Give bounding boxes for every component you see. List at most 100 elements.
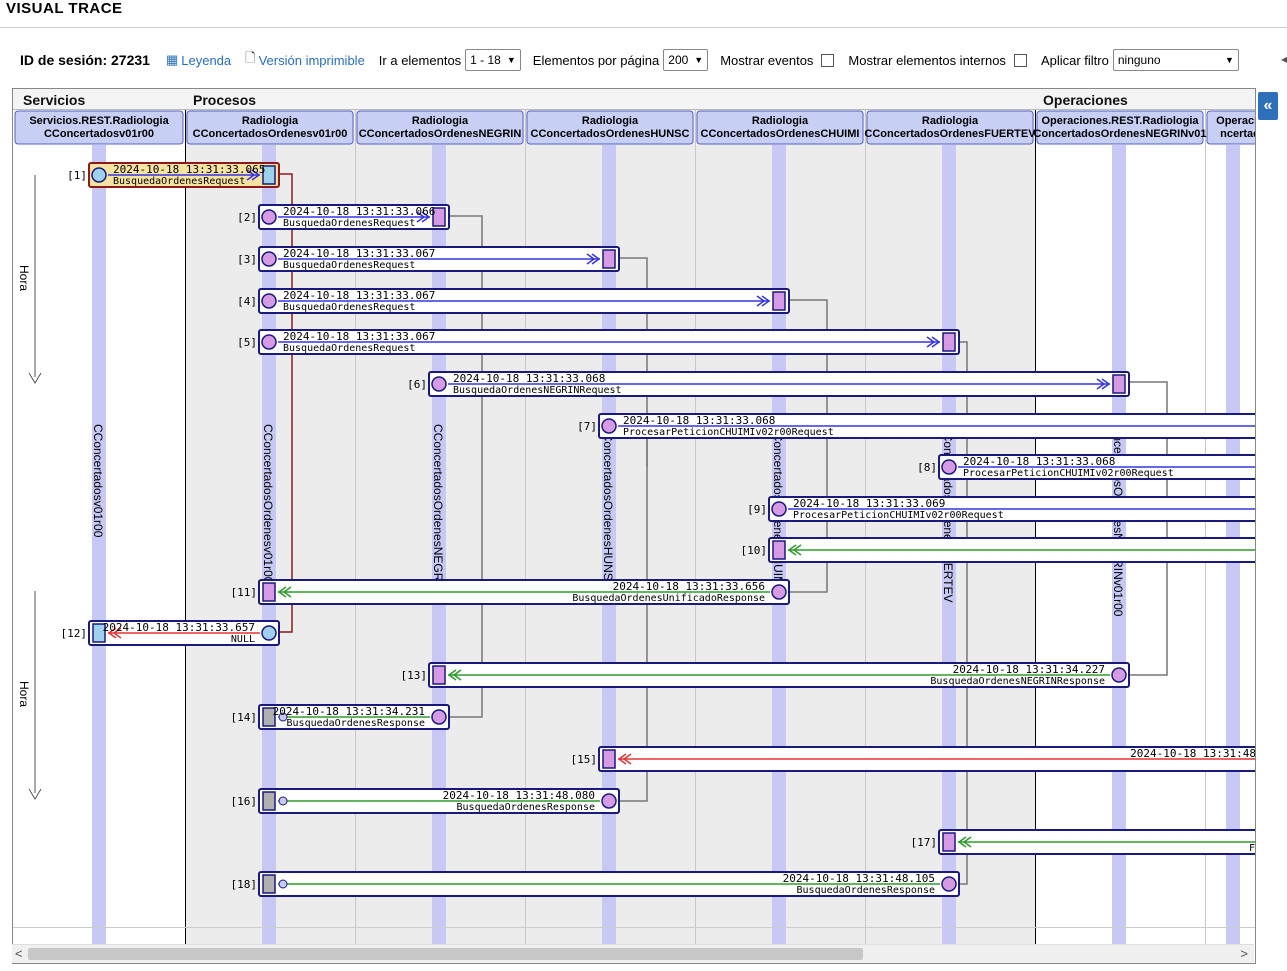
double-arrow-left-icon bbox=[277, 586, 292, 598]
group-header-servicios: Servicios bbox=[23, 92, 85, 108]
legend-link[interactable]: ▦Leyenda bbox=[166, 52, 231, 68]
double-arrow-right-icon bbox=[756, 295, 771, 307]
message-name: BusquedaOrdenesRequest bbox=[283, 218, 415, 229]
scroll-left-icon[interactable]: ◂ bbox=[1281, 52, 1287, 66]
start-circle-node bbox=[261, 334, 277, 350]
show-events-label: Mostrar eventos bbox=[720, 52, 814, 68]
message-timestamp: 2024-10-18 13:31:33.068 bbox=[453, 372, 605, 385]
lifeline-label: CConcertadosOrdenesNEGRIN bbox=[431, 424, 445, 593]
message-name: ProcesarPeticionCHUIMIv02r00Request bbox=[963, 468, 1174, 479]
message-1[interactable]: [1]2024-10-18 13:31:33.065BusquedaOrdene… bbox=[67, 162, 280, 188]
scroll-right-arrow-icon[interactable]: > bbox=[1240, 946, 1248, 961]
message-name: BusquedaOrdenesNEGRINResponse bbox=[930, 676, 1105, 687]
message-6[interactable]: [6]2024-10-18 13:31:33.068BusquedaOrdene… bbox=[407, 371, 1130, 397]
message-name: BusquedaOrdenesNEGRINRequest bbox=[453, 385, 622, 396]
horizontal-scrollbar[interactable]: < > bbox=[12, 944, 1254, 963]
origin-dot bbox=[278, 879, 288, 889]
message-5[interactable]: [5]2024-10-18 13:31:33.067BusquedaOrdene… bbox=[237, 329, 960, 355]
message-13[interactable]: [13]2024-10-18 13:31:34.227BusquedaOrden… bbox=[401, 662, 1130, 688]
message-4[interactable]: [4]2024-10-18 13:31:33.067BusquedaOrdene… bbox=[237, 288, 790, 314]
message-11[interactable]: [11]2024-10-18 13:31:33.656BusquedaOrden… bbox=[231, 579, 790, 605]
message-9[interactable]: [9]2024-10-18 13:31:33.069ProcesarPetici… bbox=[747, 496, 1255, 522]
column-header-box bbox=[696, 110, 864, 145]
print-link[interactable]: 🗋Versión imprimible bbox=[245, 49, 365, 71]
message-18[interactable]: [18]2024-10-18 13:31:48.105BusquedaOrden… bbox=[231, 871, 960, 897]
end-square-node bbox=[262, 165, 276, 185]
message-10[interactable]: [10] bbox=[741, 537, 1256, 563]
start-circle-node bbox=[941, 459, 957, 475]
message-name: BusquedaOrdenesRequest bbox=[283, 260, 415, 271]
end-square-node bbox=[942, 332, 956, 352]
column-header-box bbox=[1206, 110, 1255, 145]
double-arrow-left-icon bbox=[787, 544, 802, 556]
message-name: F bbox=[1249, 843, 1255, 854]
chevron-down-icon: ▼ bbox=[506, 55, 516, 65]
message-timestamp: 2024-10-18 13:31:33.069 bbox=[793, 497, 945, 510]
column-header[interactable]: Servicios.REST.RadiologiaCConcertadosv01… bbox=[14, 110, 184, 145]
column-header[interactable]: Operaciones.REST.RadiologiaConcertadosOr… bbox=[1034, 110, 1207, 145]
group-header-operaciones: Operaciones bbox=[1043, 92, 1128, 108]
start-square-node bbox=[92, 623, 106, 643]
start-square-node bbox=[772, 540, 786, 560]
show-events-checkbox[interactable] bbox=[821, 53, 835, 67]
scroll-left-arrow-icon[interactable]: < bbox=[15, 946, 23, 961]
end-circle-node bbox=[601, 793, 617, 809]
message-number: [14] bbox=[231, 711, 258, 724]
chevron-down-icon: ▼ bbox=[1224, 55, 1234, 65]
message-8[interactable]: [8]2024-10-18 13:31:33.068ProcesarPetici… bbox=[917, 454, 1255, 480]
column-header[interactable]: Operacioncertad bbox=[1206, 110, 1255, 145]
goto-select[interactable]: 1 - 18 ▼ bbox=[465, 49, 521, 71]
start-square-node bbox=[262, 791, 276, 811]
origin-dot bbox=[278, 796, 288, 806]
message-2[interactable]: [2]2024-10-18 13:31:33.066BusquedaOrdene… bbox=[237, 204, 450, 230]
message-number: [10] bbox=[741, 544, 768, 557]
column-header-title: Radiologia bbox=[582, 115, 639, 127]
column-header-title: Operaciones.REST.Radiologia bbox=[1041, 115, 1199, 127]
scrollbar-thumb[interactable] bbox=[28, 948, 863, 960]
double-arrow-right-icon bbox=[926, 336, 941, 348]
end-circle-node bbox=[431, 709, 447, 725]
end-circle-node bbox=[771, 584, 787, 600]
show-internal-checkbox[interactable] bbox=[1013, 53, 1027, 67]
goto-value: 1 - 18 bbox=[470, 53, 501, 67]
table-icon: ▦ bbox=[165, 52, 179, 67]
message-number: [2] bbox=[237, 211, 257, 224]
column-header-title: Radiologia bbox=[752, 115, 809, 127]
end-square-node bbox=[1112, 374, 1126, 394]
message-number: [9] bbox=[747, 503, 767, 516]
message-17[interactable]: [17]F bbox=[911, 829, 1256, 855]
call-return-connector bbox=[280, 173, 293, 633]
start-circle-node bbox=[91, 167, 107, 183]
legend-label: Leyenda bbox=[181, 52, 232, 68]
column-header-subtitle: ConcertadosOrdenesNEGRINv01 bbox=[1034, 128, 1207, 140]
per-page-select[interactable]: 200▼ bbox=[663, 49, 709, 71]
message-14[interactable]: [14]2024-10-18 13:31:34.231BusquedaOrden… bbox=[231, 704, 450, 730]
message-timestamp: 2024-10-18 13:31:48.105 bbox=[783, 872, 935, 885]
filter-select[interactable]: ninguno▼ bbox=[1112, 49, 1239, 71]
per-page-value: 200 bbox=[668, 53, 689, 67]
show-internal-label: Mostrar elementos internos bbox=[848, 52, 1006, 68]
message-3[interactable]: [3]2024-10-18 13:31:33.067BusquedaOrdene… bbox=[237, 246, 620, 272]
collapse-panel-button[interactable]: « bbox=[1258, 92, 1278, 120]
column-header-box bbox=[14, 110, 184, 145]
message-name: BusquedaOrdenesRequest bbox=[283, 302, 415, 313]
message-name: ProcesarPeticionCHUIMIv02r00Request bbox=[623, 427, 834, 438]
message-7[interactable]: [7]2024-10-18 13:31:33.068ProcesarPetici… bbox=[577, 413, 1255, 439]
start-square-node bbox=[942, 832, 956, 852]
message-name: BusquedaOrdenesResponse bbox=[797, 885, 935, 896]
message-timestamp: 2024-10-18 13:31:33.068 bbox=[963, 455, 1115, 468]
message-timestamp: 2024-10-18 13:31:34.231 bbox=[273, 705, 425, 718]
start-square-node bbox=[262, 582, 276, 602]
message-15[interactable]: [15]2024-10-18 13:31:48 bbox=[571, 746, 1256, 772]
group-header-bar bbox=[13, 89, 1255, 109]
message-16[interactable]: [16]2024-10-18 13:31:48.080BusquedaOrden… bbox=[231, 788, 620, 814]
double-arrow-right-icon bbox=[416, 211, 431, 223]
message-timestamp: 2024-10-18 13:31:33.067 bbox=[283, 289, 435, 302]
